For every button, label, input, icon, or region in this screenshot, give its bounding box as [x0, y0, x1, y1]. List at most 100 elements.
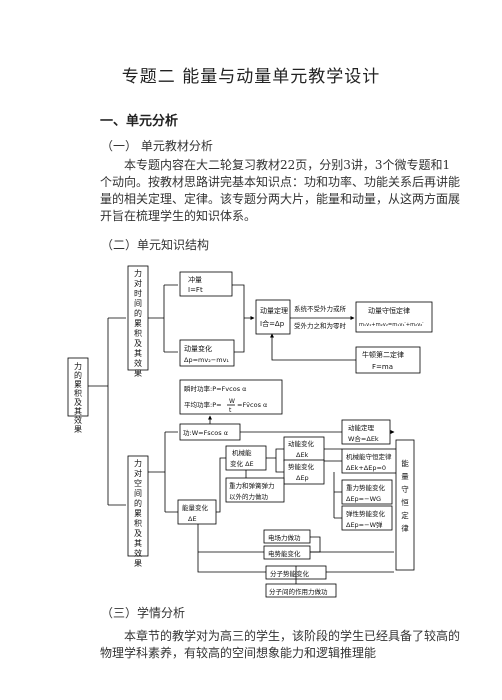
ke-change-label: 动能变化	[288, 439, 315, 448]
time-acc-char: 间	[134, 299, 142, 308]
elastic-work-formula: ΔEp=−W弹	[346, 520, 383, 529]
space-acc-box	[127, 455, 149, 557]
impulse-box	[179, 271, 233, 297]
root-char: 果	[74, 425, 82, 434]
external-force-line1: 系统不受外力或所	[294, 304, 347, 313]
ke-change-formula: ΔEk	[296, 451, 309, 459]
energy-conservation-char: 定	[401, 510, 409, 520]
momentum-theorem-box	[255, 299, 291, 335]
space-acc-char: 间	[134, 489, 142, 498]
space-acc-char: 其	[134, 539, 142, 548]
momentum-change-formula: Δp=mv₂−mv₁	[184, 356, 229, 364]
ke-theorem-label: 动能定理	[348, 423, 375, 432]
electric-pe-box	[263, 545, 311, 560]
space-acc-char: 累	[134, 509, 142, 518]
power-average-suffix: =Fv̄cos α	[237, 401, 267, 409]
root-char: 积	[74, 388, 82, 398]
root-char: 效	[74, 415, 82, 425]
momentum-conservation-formula: m₁v₁+m₂v₂=m₁v₁′+m₂v₂′	[359, 322, 424, 328]
subheading-knowledge-structure: （二）单元知识结构	[101, 238, 210, 252]
energy-conservation-char: 量	[401, 472, 409, 481]
gravity-work-label: 重力势能变化	[346, 483, 386, 492]
energy-change-box	[177, 499, 217, 525]
root-char: 其	[74, 407, 82, 416]
space-acc-char: 及	[134, 529, 142, 538]
momentum-theorem-label: 动量定理	[260, 306, 288, 315]
power-average-numerator: W	[229, 398, 235, 405]
mech-conservation-formula: ΔEk+ΔEp=0	[346, 464, 386, 472]
root-bracket	[88, 317, 126, 506]
external-force-line2: 受外力之和为零时	[294, 321, 347, 330]
root-char: 累	[74, 380, 82, 389]
elastic-work-box	[341, 505, 393, 531]
space-acc-char: 积	[134, 518, 142, 528]
time-acc-char: 的	[134, 308, 142, 318]
gravity-work-box	[341, 479, 393, 505]
mech-conservation-box	[341, 448, 401, 474]
time-bracket	[148, 284, 178, 353]
space-acc-char: 的	[134, 498, 142, 508]
root-char: 的	[74, 370, 82, 380]
molecular-force-label: 分子间的作用力做功	[269, 587, 328, 596]
ke-pe-to-conservation-lines	[324, 448, 342, 462]
mech-conservation-label: 机械能守恒定律	[346, 452, 392, 461]
time-acc-char: 积	[134, 328, 142, 338]
molecular-pe-label: 分子势能变化	[270, 569, 310, 578]
electric-pe-label: 电势能变化	[268, 549, 301, 558]
impulse-label: 冲量	[188, 275, 202, 284]
root-char: 及	[74, 398, 82, 407]
gravity-work-formula: ΔEp=−WG	[346, 495, 381, 503]
ke-theorem-formula: W合=ΔEk	[348, 434, 379, 443]
time-to-theorem-line	[232, 284, 254, 353]
ke-theorem-box	[341, 419, 391, 445]
time-acc-char: 及	[134, 339, 142, 348]
time-acc-char: 对	[134, 278, 142, 288]
power-average-denominator: t	[229, 407, 232, 414]
energy-conservation-char: 能	[401, 458, 409, 468]
time-acc-char: 力	[134, 268, 142, 278]
space-acc-char: 力	[134, 458, 142, 468]
power-instant: 瞬时功率:P=Fvcos α	[184, 384, 246, 393]
other-forces-line2: 以外的力做功	[229, 492, 269, 501]
electric-work-label: 电场力做功	[268, 533, 301, 542]
elastic-work-label: 弹性势能变化	[346, 509, 386, 518]
paragraph-learner-analysis: 本章节的教学对为高三的学生，该阶段的学生已经具备了较高的物理学科素养，有较高的空…	[100, 629, 461, 660]
root-char: 力	[74, 361, 82, 371]
section-heading-unit-analysis: 一、单元分析	[100, 114, 179, 129]
mech-to-ke-pe-lines	[266, 448, 284, 473]
momentum-conservation-box	[355, 301, 433, 333]
mech-energy-change-formula: 变化 ΔE	[230, 459, 254, 468]
newton-second-box	[355, 346, 421, 374]
energy-change-label: 能量变化	[182, 503, 209, 512]
other-forces-line1: 重力和弹簧弹力	[229, 481, 275, 490]
other-forces-box	[225, 477, 285, 503]
power-box	[179, 379, 283, 415]
page-title: 专题二 能量与动量单元教学设计	[121, 67, 381, 87]
molecular-force-box	[265, 583, 337, 598]
electric-work-box	[263, 529, 311, 544]
newton-second-formula: F=ma	[372, 363, 393, 371]
newton-to-theorem-arrow	[270, 333, 356, 361]
pe-change-formula: ΔEp	[296, 474, 309, 482]
momentum-change-box	[179, 339, 235, 367]
energy-conservation-char: 律	[401, 523, 409, 533]
time-acc-char: 累	[134, 319, 142, 328]
pe-to-work-lines	[333, 472, 342, 519]
time-acc-char: 时	[134, 288, 142, 298]
newton-second-label: 牛顿第二定律	[362, 350, 404, 359]
space-acc-char: 空	[134, 478, 142, 488]
momentum-theorem-formula: I合=Δp	[260, 319, 285, 328]
space-acc-char: 果	[134, 559, 142, 568]
energy-conservation-char: 恒	[401, 497, 409, 507]
energy-conservation-char: 守	[401, 484, 409, 494]
mech-energy-change-label: 机械能	[232, 448, 252, 457]
space-acc-char: 效	[134, 548, 142, 558]
momentum-change-label: 动量变化	[184, 344, 212, 353]
power-average-prefix: 平均功率:P=	[184, 400, 222, 409]
work-label: 功:W=Fscos α	[183, 429, 228, 437]
energy-conservation-box	[395, 439, 415, 571]
impulse-formula: I=Ft	[188, 286, 203, 294]
space-acc-char: 对	[134, 468, 142, 478]
time-acc-char: 效	[134, 358, 142, 368]
